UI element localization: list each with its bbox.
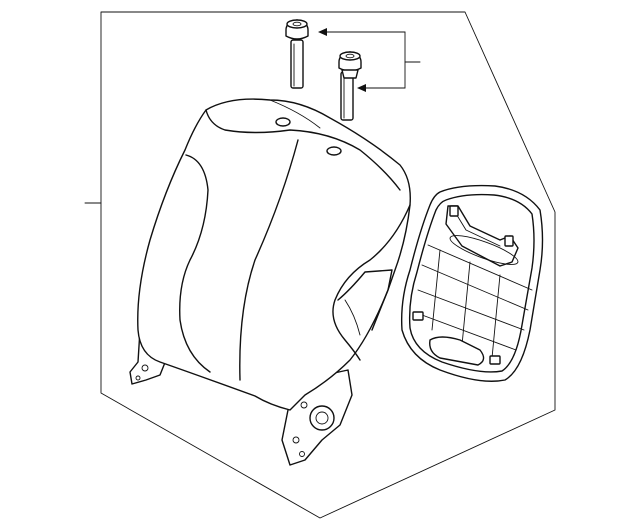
headrest-hole-right bbox=[326, 146, 342, 156]
headrest-guide-bolt-2 bbox=[338, 51, 362, 121]
board-clip-top-left bbox=[449, 205, 459, 217]
headrest-guide-bolt-1 bbox=[285, 19, 309, 89]
headrest-hole-left bbox=[275, 117, 291, 127]
callout-leader-bolts bbox=[318, 28, 421, 92]
board-clip-left bbox=[412, 311, 424, 321]
assembly-boundary-frame bbox=[100, 11, 556, 519]
board-clip-top-right bbox=[504, 235, 514, 247]
seat-back-board bbox=[400, 184, 544, 382]
board-clip-right bbox=[489, 355, 501, 365]
seat-back-assembly bbox=[137, 98, 411, 411]
